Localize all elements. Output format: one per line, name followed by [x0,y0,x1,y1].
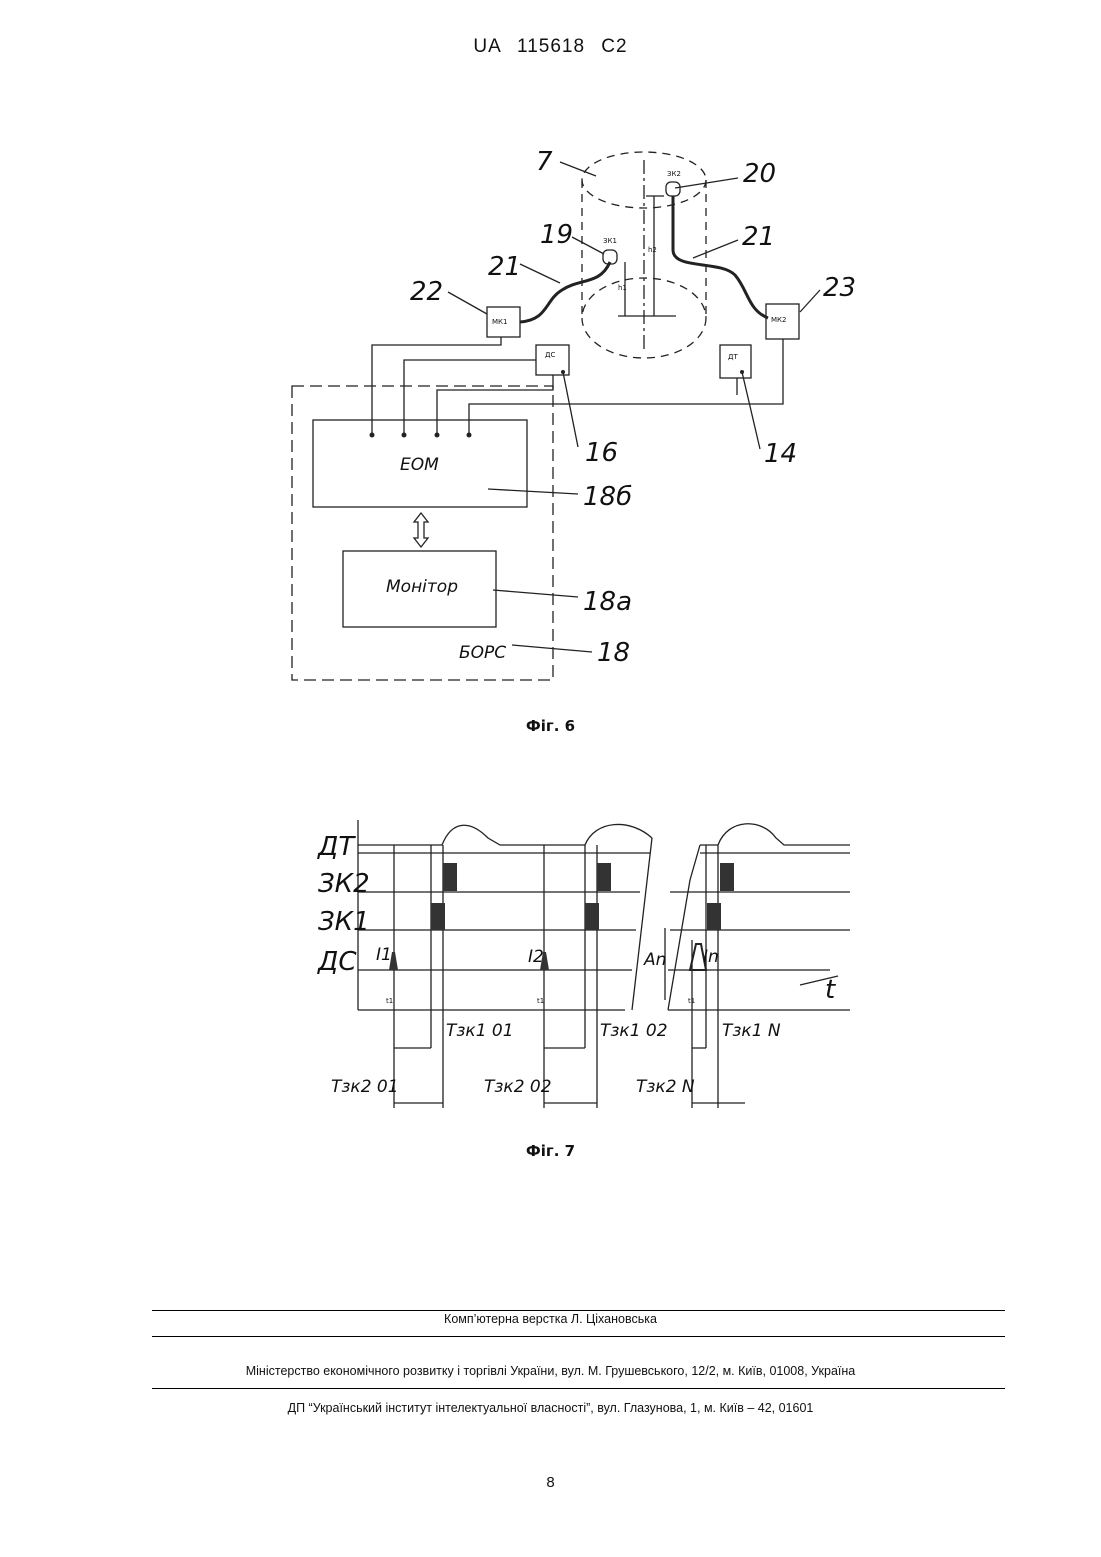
row-ds: ДС [317,947,357,977]
mk2-label: МК2 [771,316,786,324]
label-18a: 18а [583,587,632,617]
mark-an: An [643,950,666,970]
zk2-pulse-1 [443,863,457,891]
footer-rule-2 [152,1336,1005,1337]
label-22: 22 [410,277,443,307]
h2-label: h2 [648,246,657,254]
monitor-label: Монітор [386,577,458,597]
interval-tzk2-02: Tзк2 02 [484,1077,552,1097]
interval-tzk2-01: Tзк2 01 [331,1077,399,1097]
sensor-zk2 [666,182,680,196]
label-18: 18 [597,638,630,668]
dt-label: ДТ [728,353,738,361]
footer-rule-1 [152,1310,1005,1311]
interval-tzk2-n: Tзк2 N [636,1077,695,1097]
bors-frame [292,386,553,680]
interval-tzk1-01: Tзк1 01 [446,1021,514,1041]
cable-21-right [673,196,768,318]
label-19: 19 [540,220,573,250]
label-20: 20 [743,159,776,189]
figure-7-timing-diagram: ДТ ЗК2 ЗК1 ДС t I1 I2 In An t1 t1 t1 Tзк… [0,790,1101,1130]
mark-i1: I1 [376,945,392,965]
zk1-pulse-2 [585,903,599,930]
zk2-pulse-2 [597,863,611,891]
figure-7-caption: Фіг. 7 [0,1142,1101,1160]
row-dt: ДТ [317,832,356,862]
footer-ministry: Міністерство економічного розвитку і тор… [0,1364,1101,1378]
sensor-zk1 [603,250,617,264]
eom-label: ЕОМ [400,455,439,475]
label-21-right: 21 [742,222,775,252]
footer-rule-3 [152,1388,1005,1389]
interval-tzk1-n: Tзк1 N [722,1021,781,1041]
label-7: 7 [536,147,553,177]
footer-typesetter: Комп’ютерна верстка Л. Ціхановська [0,1312,1101,1326]
row-zk2: ЗК2 [318,869,370,899]
mark-in: In [703,947,719,967]
zk1-pulse-n [707,903,721,930]
label-23: 23 [823,273,856,303]
figure-6-caption: Фіг. 6 [0,717,1101,735]
h1-label: h1 [618,284,627,292]
mark-i2: I2 [528,947,544,967]
label-21-left: 21 [488,252,521,282]
footer-institute: ДП “Український інститут інтелектуальної… [0,1401,1101,1415]
mark-t1-b: t1 [537,997,544,1005]
mk1-label: МК1 [492,318,507,326]
axis-t: t [825,975,836,1005]
page-number: 8 [0,1474,1101,1491]
interval-tzk1-02: Tзк1 02 [600,1021,668,1041]
label-14: 14 [764,439,797,469]
mark-t1-c: t1 [688,997,695,1005]
dt-box [720,345,751,378]
bors-label: БОРС [459,643,506,663]
ds-label: ДС [545,351,555,359]
label-18b: 18б [583,482,632,512]
label-16: 16 [585,438,618,468]
mark-t1-a: t1 [386,997,393,1005]
zk1-label: ЗК1 [603,237,617,245]
double-arrow [414,513,428,547]
zk2-pulse-n [720,863,734,891]
dt-trace [358,824,652,845]
zk2-label: ЗК2 [667,170,681,178]
row-zk1: ЗК1 [318,907,370,937]
figure-6-diagram: 7 20 19 21 21 22 23 16 14 18б 18а 18 ЕОМ… [0,0,1101,720]
zk1-pulse-1 [431,903,445,930]
